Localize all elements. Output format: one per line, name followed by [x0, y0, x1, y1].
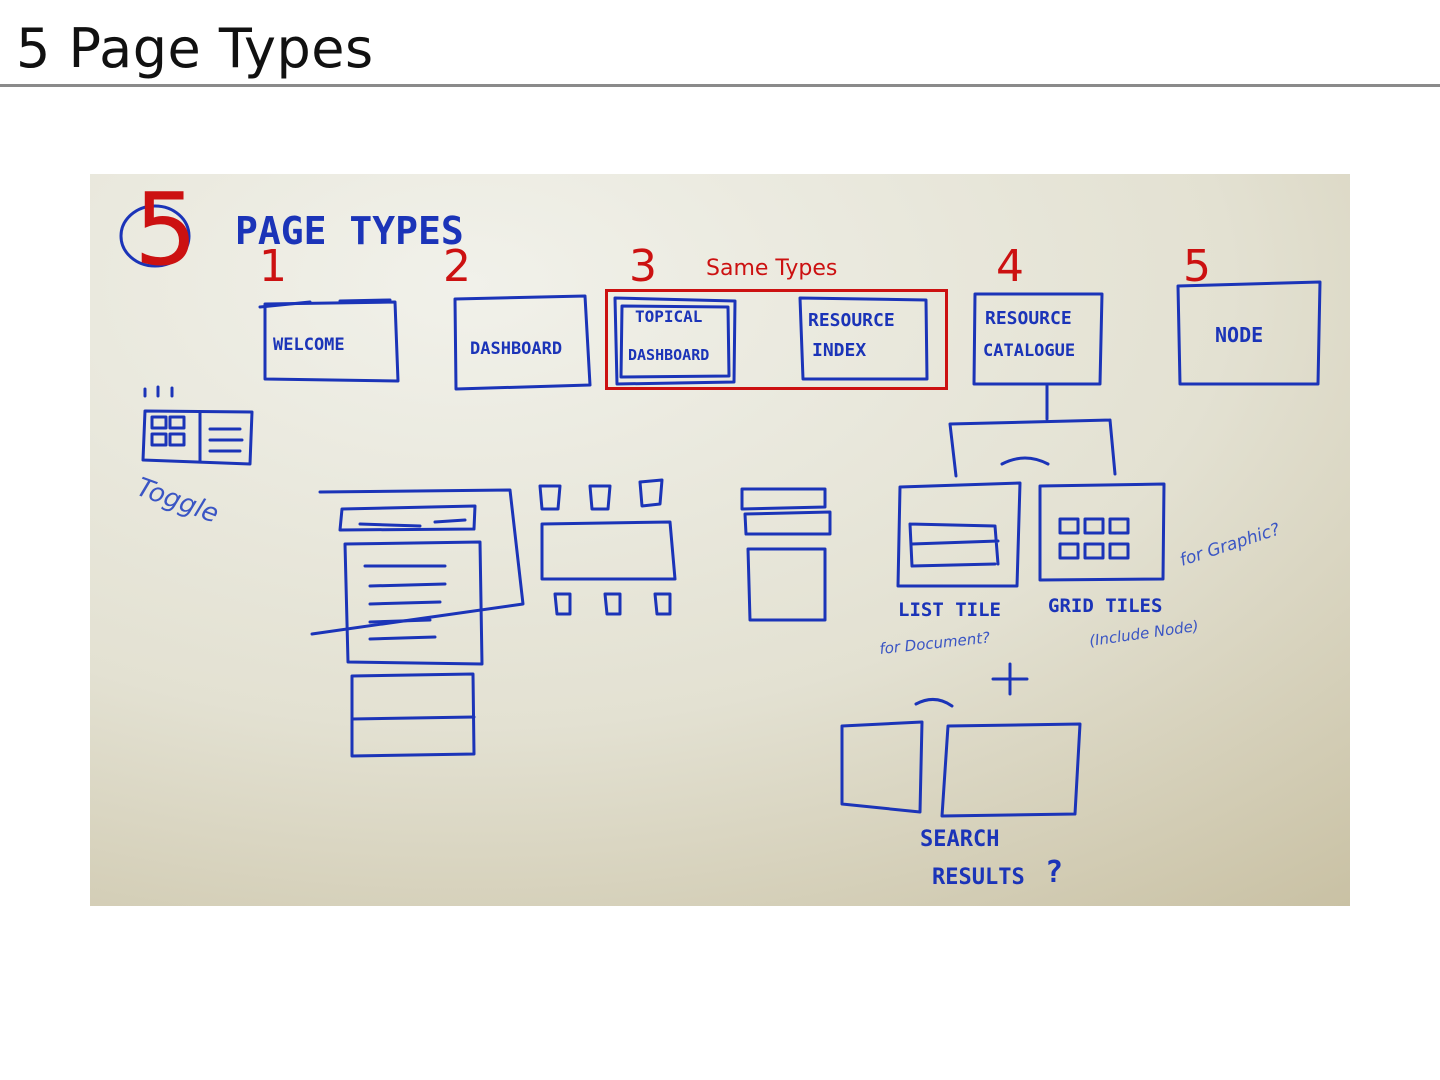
- resource-catalogue-label-2: CATALOGUE: [983, 341, 1075, 361]
- grid-tiles-frame: [1038, 482, 1166, 582]
- search-question: ?: [1045, 855, 1063, 890]
- search-label-2: RESULTS: [932, 865, 1025, 890]
- whiteboard-surface: [90, 174, 1350, 906]
- same-types-annotation: Same Types: [706, 256, 838, 281]
- resource-index-label-2: INDEX: [812, 340, 866, 361]
- resource-index-label-1: RESOURCE: [808, 310, 895, 331]
- whiteboard-photo: PAGE TYPES WELCOME DASHBOARD TOPICAL DAS…: [90, 174, 1350, 906]
- dashboard-frame: [453, 294, 592, 391]
- welcome-label: WELCOME: [273, 335, 345, 355]
- dashboard-label: DASHBOARD: [470, 339, 562, 359]
- whiteboard-heading: PAGE TYPES: [235, 209, 464, 253]
- same-types-highlight-box: [605, 289, 948, 390]
- slide-title: 5 Page Types: [16, 17, 374, 80]
- resource-index-frame: [798, 296, 929, 381]
- whiteboard-sketch: PAGE TYPES WELCOME DASHBOARD TOPICAL DAS…: [90, 174, 1350, 906]
- welcome-frame: [263, 300, 400, 383]
- number-3: 3: [629, 241, 657, 292]
- circle-sketch: [119, 204, 191, 268]
- big-five-annotation: 5: [134, 171, 198, 288]
- number-5: 5: [1183, 241, 1211, 292]
- number-1: 1: [259, 241, 287, 292]
- number-4: 4: [996, 241, 1024, 292]
- list-tile-label: LIST TILE: [898, 599, 1001, 621]
- node-frame: [1176, 280, 1322, 386]
- topical-frame: [613, 296, 737, 386]
- search-label-1: SEARCH: [920, 827, 999, 852]
- search-results-frame: [940, 722, 1082, 818]
- number-2: 2: [443, 241, 471, 292]
- list-tile-frame: [896, 481, 1022, 588]
- grid-tiles-label: GRID TILES: [1048, 595, 1162, 617]
- topical-label-2: DASHBOARD: [628, 346, 709, 364]
- resource-catalogue-label-1: RESOURCE: [985, 308, 1072, 329]
- title-divider: [0, 84, 1440, 87]
- node-label: NODE: [1215, 323, 1263, 347]
- resource-catalogue-frame: [972, 292, 1104, 386]
- topical-label-1: TOPICAL: [635, 307, 702, 326]
